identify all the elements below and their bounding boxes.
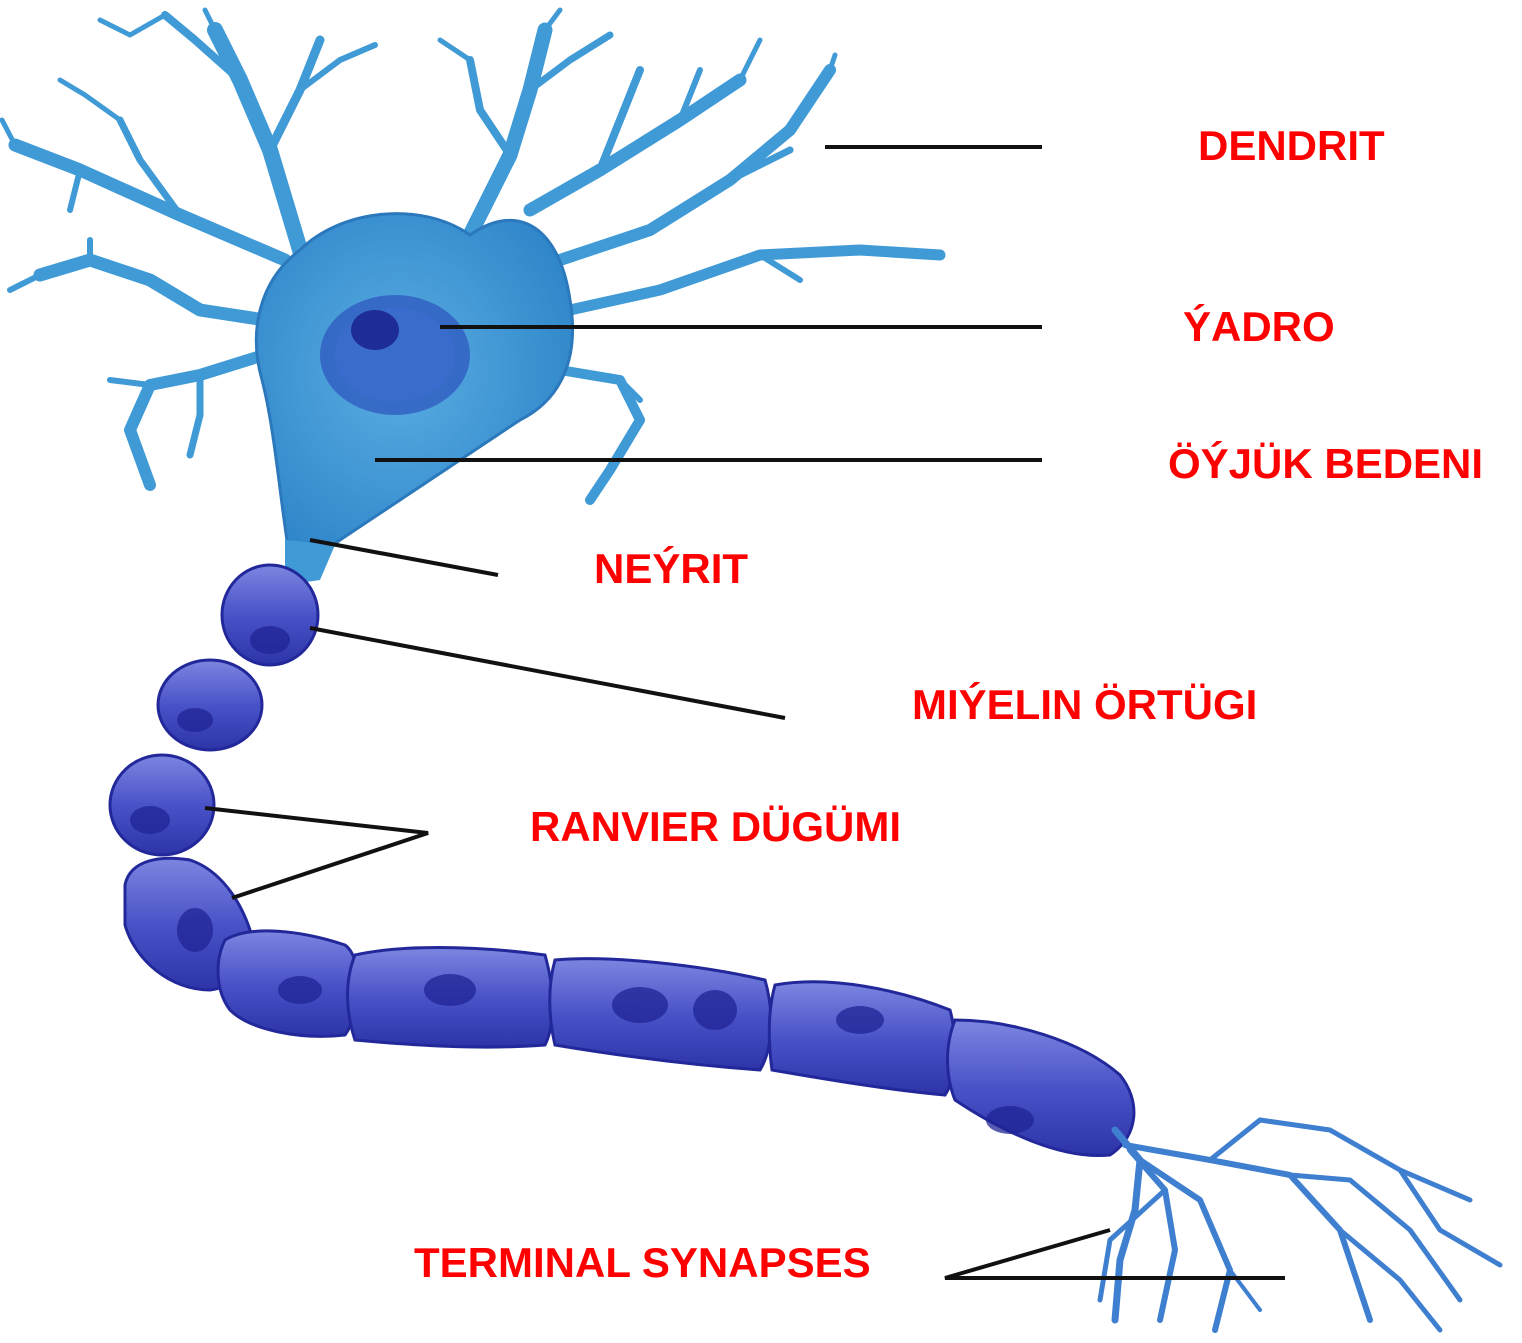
- leader-line-ranvier: [205, 808, 428, 898]
- label-dendrit: DENDRIT: [1198, 125, 1385, 167]
- label-ranvier-dugumi: RANVIER DÜGÜMI: [530, 806, 901, 848]
- label-yadro: ÝADRO: [1183, 306, 1335, 348]
- label-miyelin-ortugi: MIÝELIN ÖRTÜGI: [912, 684, 1257, 726]
- axon-terminals: [1100, 1120, 1500, 1330]
- label-terminal-synapses: TERMINAL SYNAPSES: [414, 1242, 871, 1284]
- leader-line-myelin: [310, 628, 785, 718]
- leader-line-neyrit: [310, 540, 498, 575]
- nucleus-shape: [320, 295, 470, 415]
- label-oyjuk-bedeni: ÖÝJÜK BEDENI: [1168, 443, 1483, 485]
- label-neyrit: NEÝRIT: [594, 548, 748, 590]
- myelin-sheath: [110, 565, 1134, 1156]
